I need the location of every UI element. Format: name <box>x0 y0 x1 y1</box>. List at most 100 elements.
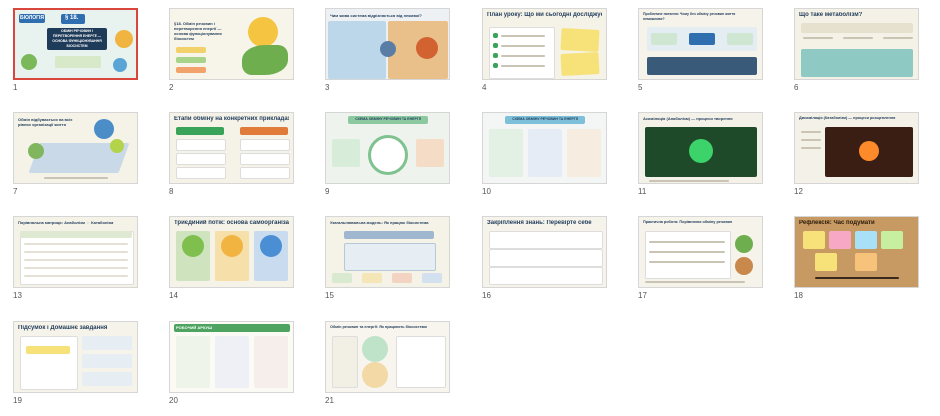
check-icon <box>493 63 498 68</box>
slide-title: Що таке метаболізм? <box>799 12 863 18</box>
slide-thumbnail-3[interactable]: Чим жива система відрізняється від нежив… <box>312 0 450 96</box>
worksheet-header <box>174 324 290 332</box>
slide-thumbnail-7[interactable]: Обмін відбувається на всіх рівнях органі… <box>0 104 138 200</box>
check-icon <box>493 53 498 58</box>
list-item <box>501 55 545 57</box>
table-row <box>649 261 725 263</box>
slide-number: 6 <box>794 83 799 92</box>
question-card <box>489 267 603 285</box>
worksheet-table <box>645 231 731 279</box>
slide-preview[interactable]: СХЕМА ОБМІНУ РЕЧОВИН ТА ЕНЕРГІЇ <box>325 112 450 184</box>
slide-number: 2 <box>169 83 174 92</box>
text-line <box>883 37 913 39</box>
globe-illustration <box>94 119 114 139</box>
slide-preview[interactable]: Етапи обміну на конкретних прикладах <box>169 112 294 184</box>
quote-line <box>815 277 899 279</box>
slide-number: 18 <box>794 291 803 300</box>
title-banner <box>505 116 585 124</box>
title-box <box>47 28 107 50</box>
slide-thumbnail-12[interactable]: Дисиміляція (Катаболізм) — процеси розще… <box>781 104 919 200</box>
bullet-dissimilation <box>176 67 206 73</box>
plants-header <box>176 127 224 135</box>
step-box <box>176 167 226 179</box>
step-box <box>240 167 290 179</box>
slide-thumbnail-21[interactable]: Обмін речовин та енергії: Як працюють бі… <box>312 313 450 409</box>
slide-title: Порівняльна матриця: Анаболізм ⇔ Катабол… <box>18 220 114 225</box>
slide-preview[interactable]: Узагальнювальна модель: Як працює біосис… <box>325 216 450 288</box>
slide-thumbnail-2[interactable]: §18. Обмін речовин і перетворення енергі… <box>156 0 294 96</box>
environment-box <box>651 33 677 45</box>
cycle-illustration <box>362 336 388 362</box>
metabolism-illustration <box>801 49 913 77</box>
slide-number: 5 <box>638 83 643 92</box>
worksheet-column <box>254 336 288 388</box>
step-box <box>240 139 290 151</box>
table-row <box>24 243 128 245</box>
slide-thumbnail-6[interactable]: Що таке метаболізм? 6 <box>781 0 919 96</box>
slide-preview[interactable]: Обмін відбувається на всіх рівнях органі… <box>13 112 138 184</box>
slide-thumbnail-18[interactable]: Рефлексія: Час подумати 18 <box>781 208 919 304</box>
slide-preview[interactable]: План уроку: Що ми сьогодні досліджуємо? <box>482 8 607 80</box>
slide-preview[interactable]: Дисиміляція (Катаболізм) — процеси розще… <box>794 112 919 184</box>
text-line <box>801 139 821 141</box>
slide-title: Узагальнювальна модель: Як працює біосис… <box>330 220 429 225</box>
slide-thumbnail-8[interactable]: Етапи обміну на конкретних прикладах 8 <box>156 104 294 200</box>
slide-number: 20 <box>169 396 178 405</box>
bullet-assimilation <box>176 57 206 63</box>
dna-glow <box>689 139 713 163</box>
slide-thumbnail-17[interactable]: Практична робота: Порівняння обміну речо… <box>625 208 763 304</box>
slide-thumbnail-5[interactable]: Проблемне питання: Чому без обміну речов… <box>625 0 763 96</box>
subject-label: БІОЛОГІЯ <box>20 15 44 21</box>
slide-thumbnail-10[interactable]: СХЕМА ОБМІНУ РЕЧОВИН ТА ЕНЕРГІЇ 10 <box>469 104 607 200</box>
slide-title: План уроку: Що ми сьогодні досліджуємо? <box>487 12 602 18</box>
slide-preview[interactable]: Закріплення знань: Перевірте себе <box>482 216 607 288</box>
slide-thumbnail-16[interactable]: Закріплення знань: Перевірте себе 16 <box>469 208 607 304</box>
slide-thumbnail-15[interactable]: Узагальнювальна модель: Як працює біосис… <box>312 208 450 304</box>
slide-preview[interactable]: Підсумок і Домашнє завдання <box>13 321 138 393</box>
table-row <box>24 251 128 253</box>
slide-thumbnail-13[interactable]: Порівняльна матриця: Анаболізм ⇔ Катабол… <box>0 208 138 304</box>
slide-thumbnail-20[interactable]: РОБОЧИЙ АРКУШ 20 <box>156 313 294 409</box>
slide-preview[interactable]: Проблемне питання: Чому без обміну речов… <box>638 8 763 80</box>
slide-thumbnail-9[interactable]: СХЕМА ОБМІНУ РЕЧОВИН ТА ЕНЕРГІЇ 9 <box>312 104 450 200</box>
slide-title: Чим жива система відрізняється від нежив… <box>330 13 422 18</box>
sticky-note <box>855 231 877 249</box>
slide-number: 7 <box>13 187 18 196</box>
slide-preview[interactable]: Рефлексія: Час подумати <box>794 216 919 288</box>
environment-bar <box>344 231 434 239</box>
slide-thumbnail-19[interactable]: Підсумок і Домашнє завдання 19 <box>0 313 138 409</box>
slide-thumbnail-11[interactable]: Асиміляція (Анаболізм) — процеси творенн… <box>625 104 763 200</box>
output-chip <box>422 273 442 283</box>
slide-preview[interactable]: Обмін речовин та енергії: Як працюють бі… <box>325 321 450 393</box>
cycle-diagram <box>368 135 408 175</box>
slide-preview[interactable]: Чим жива система відрізняється від нежив… <box>325 8 450 80</box>
question-card <box>489 249 603 267</box>
slide-thumbnail-1[interactable]: БІОЛОГІЯ § 18. ОБМІН РЕЧОВИН І ПЕРЕТВОРЕ… <box>0 0 138 96</box>
caption-line <box>44 177 108 179</box>
caption-line <box>649 180 729 182</box>
slide-title: Практична робота: Порівняння обміну речо… <box>643 220 733 224</box>
slide-preview[interactable]: Що таке метаболізм? <box>794 8 919 80</box>
slide-title: Рефлексія: Час подумати <box>799 220 875 226</box>
sun-illustration <box>248 17 278 47</box>
slide-preview[interactable]: Порівняльна матриця: Анаболізм ⇔ Катабол… <box>13 216 138 288</box>
paragraph-badge <box>61 14 85 24</box>
output-chip <box>392 273 412 283</box>
dna-icon <box>260 235 282 257</box>
slide-preview[interactable]: §18. Обмін речовин і перетворення енергі… <box>169 8 294 80</box>
input-chip <box>362 273 382 283</box>
slide-preview[interactable]: БІОЛОГІЯ § 18. ОБМІН РЕЧОВИН І ПЕРЕТВОРЕ… <box>13 8 138 80</box>
sticky-note <box>560 28 600 52</box>
slide-number: 16 <box>482 291 491 300</box>
check-icon <box>493 43 498 48</box>
sticky-note <box>560 52 600 76</box>
slide-preview[interactable]: Практична робота: Порівняння обміну речо… <box>638 216 763 288</box>
slide-preview[interactable]: Триєдиний потік: основа самоорганізації <box>169 216 294 288</box>
slide-title: §18. Обмін речовин і перетворення енергі… <box>174 21 222 41</box>
slide-preview[interactable]: Асиміляція (Анаболізм) — процеси творенн… <box>638 112 763 184</box>
sticky-note <box>815 253 837 271</box>
slide-preview[interactable]: РОБОЧИЙ АРКУШ <box>169 321 294 393</box>
slide-thumbnail-4[interactable]: План уроку: Що ми сьогодні досліджуємо? … <box>469 0 607 96</box>
slide-preview[interactable]: СХЕМА ОБМІНУ РЕЧОВИН ТА ЕНЕРГІЇ <box>482 112 607 184</box>
slide-thumbnail-14[interactable]: Триєдиний потік: основа самоорганізації … <box>156 208 294 304</box>
